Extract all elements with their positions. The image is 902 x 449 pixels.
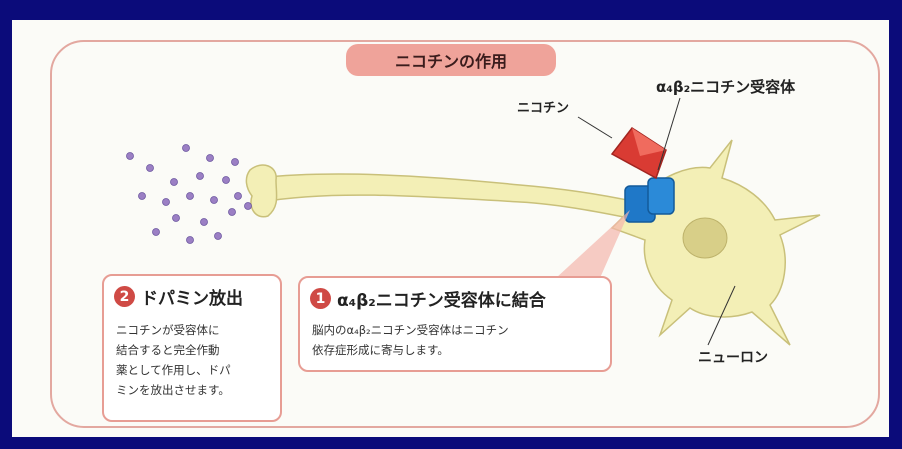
step-2-heading-row: 2 ドパミン放出 [114, 284, 243, 309]
step-2-heading: ドパミン放出 [141, 289, 243, 309]
neuron-label: ニューロン [698, 350, 768, 366]
step-1-text: 脳内のα₄β₂ニコチン受容体はニコチン 依存症形成に寄与します。 [312, 323, 509, 357]
slide-top-bar [0, 0, 902, 20]
nicotine-molecule-icon [610, 126, 667, 180]
axon-terminal [245, 164, 278, 218]
step-2-text: ニコチンが受容体に 結合すると完全作動 薬として作用し、ドパ ミンを放出させます… [116, 323, 231, 397]
step-1-heading: α₄β₂ニコチン受容体に結合 [337, 291, 546, 311]
axon [257, 173, 651, 223]
diagram-frame [50, 40, 880, 428]
nicotine-label: ニコチン [517, 101, 570, 116]
nucleus [682, 217, 728, 259]
callout-tail [556, 210, 630, 278]
neuron-pointer [707, 285, 736, 346]
slide-bottom-bar [0, 437, 902, 449]
step-1-callout: 1 α₄β₂ニコチン受容体に結合 脳内のα₄β₂ニコチン受容体はニコチン 依存症… [298, 276, 612, 372]
receptor-subunit [647, 177, 675, 215]
step-2-number-badge: 2 [114, 286, 135, 307]
receptor-label: α₄β₂ニコチン受容体 [656, 78, 796, 96]
dopamine-molecules [126, 144, 252, 244]
slide-left-bar [0, 20, 12, 449]
step-1-heading-row: 1 α₄β₂ニコチン受容体に結合 [310, 286, 546, 311]
diagram-title: ニコチンの作用 [346, 44, 556, 76]
receptor-pointer [657, 97, 681, 171]
step-2-callout: 2 ドパミン放出 ニコチンが受容体に 結合すると完全作動 薬として作用し、ドパ … [102, 274, 282, 422]
step-1-number-badge: 1 [310, 288, 331, 309]
nicotine-pointer [577, 116, 613, 139]
